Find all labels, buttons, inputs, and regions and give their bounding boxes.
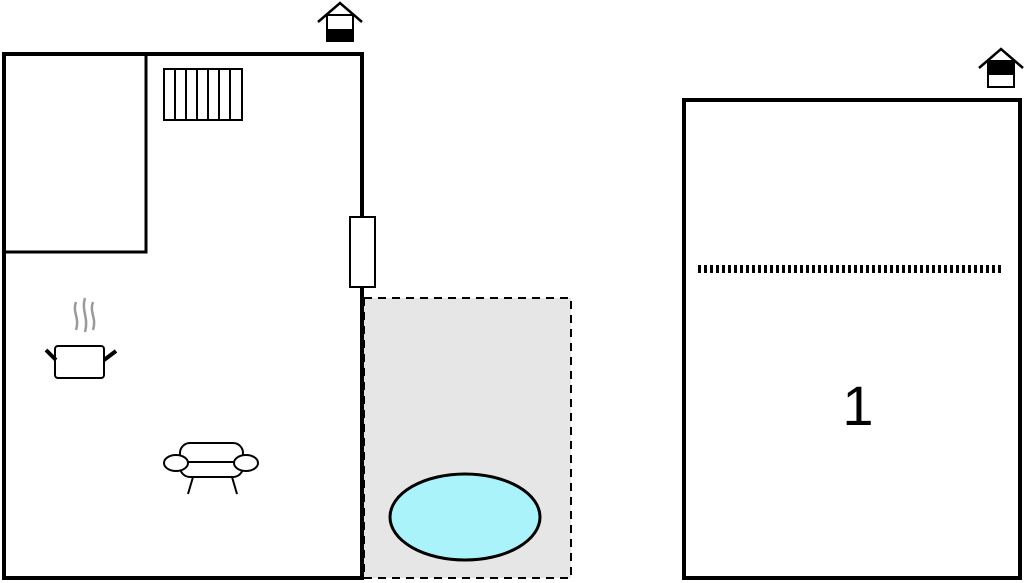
floor-plan-ground (2, 1, 572, 580)
door-opening (349, 216, 376, 288)
inner-room (2, 52, 148, 254)
stove-pot-icon (44, 297, 118, 379)
house-outline (2, 52, 364, 580)
floor-plan-upper: 1 (682, 47, 1024, 580)
upper-floor-outline (682, 98, 1022, 580)
pool-icon (388, 472, 542, 562)
entrance-icon (317, 1, 363, 42)
radiator-icon (163, 68, 243, 121)
room-number: 1 (842, 374, 873, 437)
sofa-icon (163, 442, 259, 495)
entrance-icon (978, 47, 1024, 88)
